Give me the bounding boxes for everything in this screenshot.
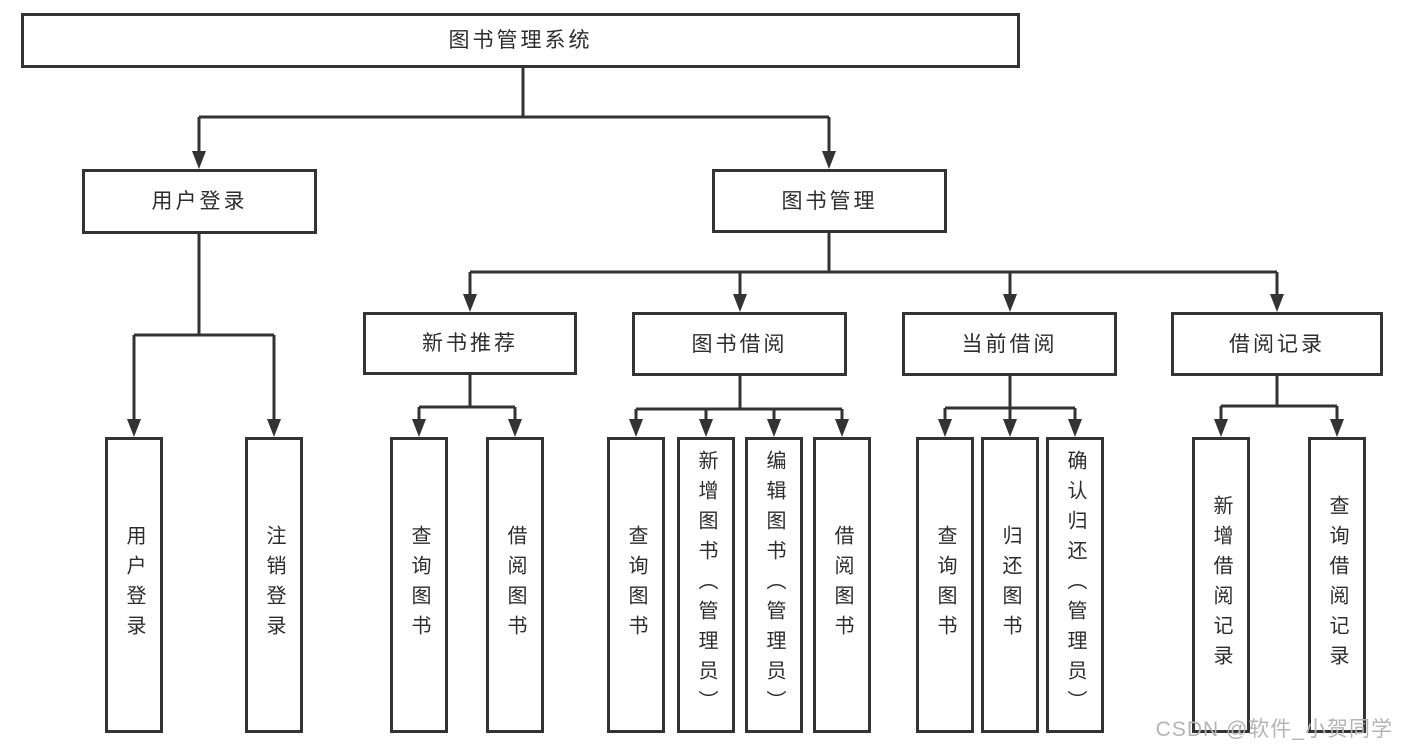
- node-leaf-nbr-borrow-books: 借阅图书: [486, 437, 544, 733]
- node-new-book-recommend: 新书推荐: [363, 312, 577, 375]
- connector-book-borrowing-children: [629, 376, 849, 437]
- node-leaf-bb-edit-books: 编辑图书（管理员）: [745, 437, 803, 733]
- node-leaf-logout: 注销登录: [245, 437, 303, 733]
- node-leaf-br-add-record: 新增借阅记录: [1192, 437, 1250, 733]
- connector-root-to-level2: [192, 68, 836, 169]
- connector-borrowing-records-children: [1214, 376, 1344, 437]
- connector-new-book-recommend-children: [412, 375, 522, 437]
- node-leaf-bb-add-books: 新增图书（管理员）: [677, 437, 735, 733]
- node-user-login: 用户登录: [82, 169, 317, 234]
- node-leaf-bb-borrow-books: 借阅图书: [813, 437, 871, 733]
- node-leaf-nbr-query-books: 查询图书: [390, 437, 448, 733]
- connector-current-borrowing-children: [938, 376, 1082, 437]
- connector-book-management-children: [463, 233, 1284, 312]
- node-leaf-br-query-record: 查询借阅记录: [1308, 437, 1366, 733]
- node-borrowing-records: 借阅记录: [1171, 312, 1383, 376]
- node-leaf-user-login: 用户登录: [105, 437, 163, 733]
- node-leaf-cb-confirm-return: 确认归还（管理员）: [1046, 437, 1104, 733]
- node-leaf-cb-query-books: 查询图书: [916, 437, 974, 733]
- node-leaf-cb-return-books: 归还图书: [981, 437, 1039, 733]
- node-book-borrowing: 图书借阅: [632, 312, 847, 376]
- node-book-management: 图书管理: [712, 169, 947, 233]
- node-root-system: 图书管理系统: [21, 13, 1020, 68]
- node-leaf-bb-query-books: 查询图书: [607, 437, 665, 733]
- csdn-watermark: CSDN @软件_小贺同学: [1155, 718, 1393, 741]
- connector-user-login-children: [127, 234, 281, 437]
- node-current-borrowing: 当前借阅: [902, 312, 1117, 376]
